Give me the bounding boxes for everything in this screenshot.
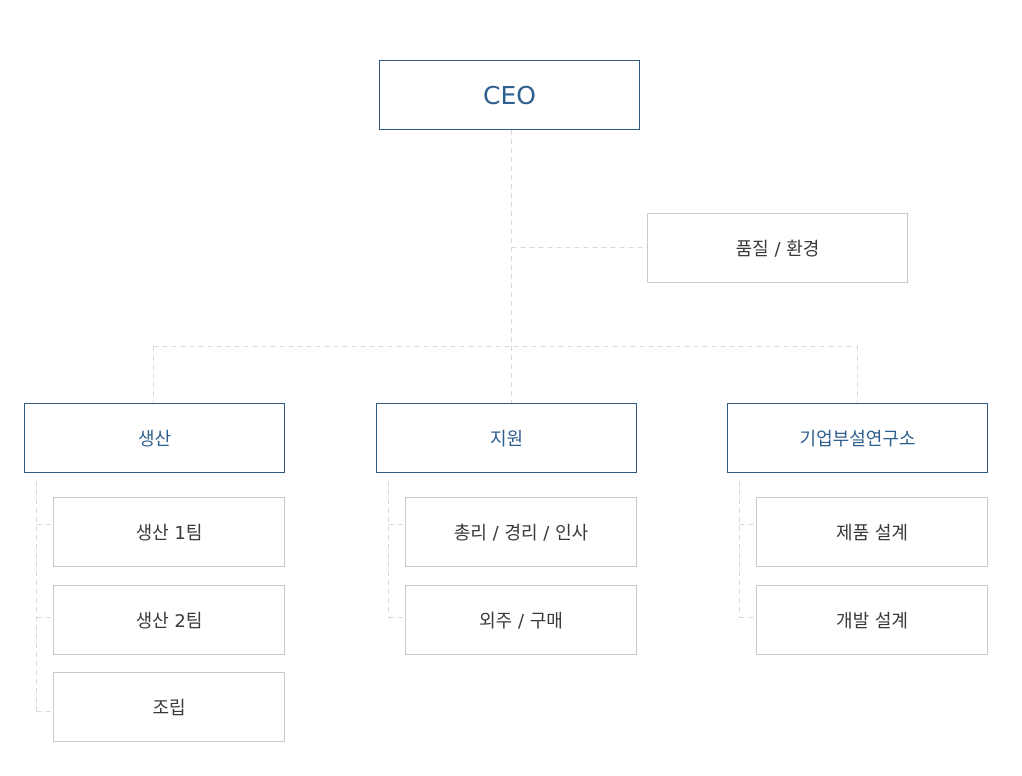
node-quality-environment-label: 품질 / 환경: [735, 239, 820, 260]
node-team-admin-accounting-hr: 총리 / 경리 / 인사: [405, 497, 637, 567]
node-team-product-design: 제품 설계: [756, 497, 988, 567]
node-team-label: 개발 설계: [836, 611, 908, 632]
node-team-label: 외주 / 구매: [479, 611, 563, 632]
node-ceo: CEO: [379, 60, 640, 130]
node-team-outsourcing-purchasing: 외주 / 구매: [405, 585, 637, 655]
node-dept-research-lab-label: 기업부설연구소: [799, 429, 916, 450]
node-quality-environment: 품질 / 환경: [647, 213, 908, 283]
node-team-assembly: 조립: [53, 672, 285, 742]
node-team-label: 생산 1팀: [135, 523, 203, 544]
node-dept-support-label: 지원: [489, 429, 524, 450]
node-dept-production: 생산: [24, 403, 285, 473]
node-dept-support: 지원: [376, 403, 637, 473]
node-team-production-2: 생산 2팀: [53, 585, 285, 655]
node-team-label: 제품 설계: [836, 523, 908, 544]
node-team-production-1: 생산 1팀: [53, 497, 285, 567]
node-dept-research-lab: 기업부설연구소: [727, 403, 988, 473]
node-team-label: 생산 2팀: [135, 611, 203, 632]
node-ceo-label: CEO: [483, 80, 536, 110]
node-team-label: 조립: [152, 698, 186, 719]
node-team-development-design: 개발 설계: [756, 585, 988, 655]
node-dept-production-label: 생산: [137, 429, 172, 450]
node-team-label: 총리 / 경리 / 인사: [453, 523, 589, 544]
